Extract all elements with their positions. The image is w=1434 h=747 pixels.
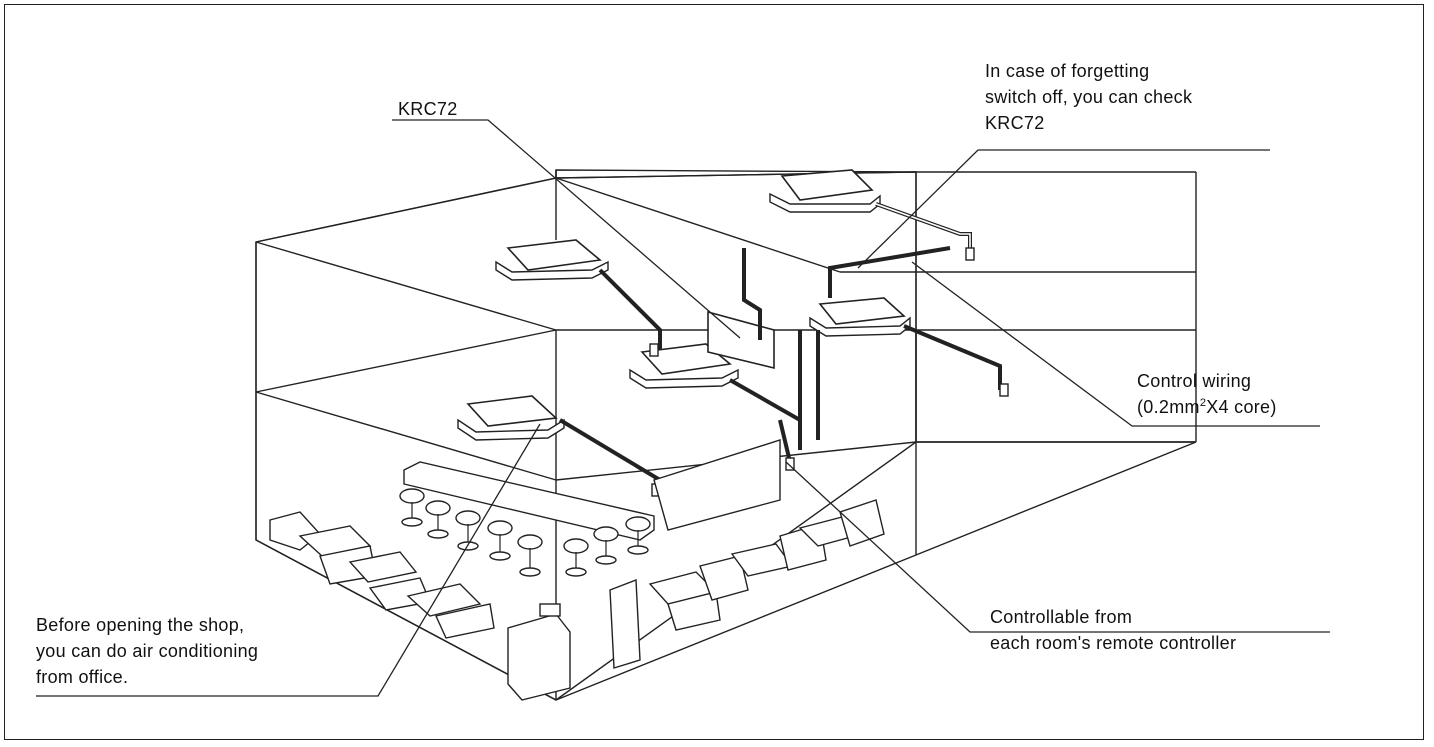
forgetting-line-1: In case of forgetting [985,61,1150,81]
krc72-label: KRC72 [398,96,458,122]
control-wiring-label: Control wiring (0.2mm2X4 core) [1137,368,1277,420]
forgetting-line-3: KRC72 [985,113,1045,133]
indoor-unit-mid-left [629,343,739,389]
booths-left [269,511,495,639]
remote-controller-label: Controllable from each room's remote con… [990,604,1236,656]
remote-line-1: Controllable from [990,607,1133,627]
indoor-unit-shop [457,395,565,441]
frame-border [4,4,1424,740]
forgetting-switch-off-label: In case of forgetting switch off, you ca… [985,58,1192,136]
shop-line-2: you can do air conditioning [36,641,259,661]
cash-register [507,603,571,701]
control-wiring-spec-a: (0.2mm [1137,397,1200,417]
control-wiring-line-1: Control wiring [1137,371,1252,391]
control-wiring-line-2: (0.2mm2X4 core) [1137,394,1277,420]
shop-line-3: from office. [36,667,129,687]
indoor-unit-top-right [769,169,881,213]
krc72-text: KRC72 [398,99,458,119]
forgetting-line-2: switch off, you can check [985,87,1193,107]
krc72-panel [707,310,775,370]
control-wiring [558,202,1002,490]
bar-stools [399,488,651,577]
indoor-unit-mid-right [809,297,911,337]
leader-lines [36,119,1330,697]
shop-line-1: Before opening the shop, [36,615,245,635]
booths-right [609,499,885,669]
control-wiring-superscript: 2 [1199,397,1207,409]
remote-line-2: each room's remote controller [990,633,1237,653]
indoor-unit-top-left [495,239,609,281]
control-wiring-spec-b: X4 core) [1206,397,1277,417]
bar-counter [403,439,781,541]
shop-opening-label: Before opening the shop, you can do air … [36,612,258,690]
